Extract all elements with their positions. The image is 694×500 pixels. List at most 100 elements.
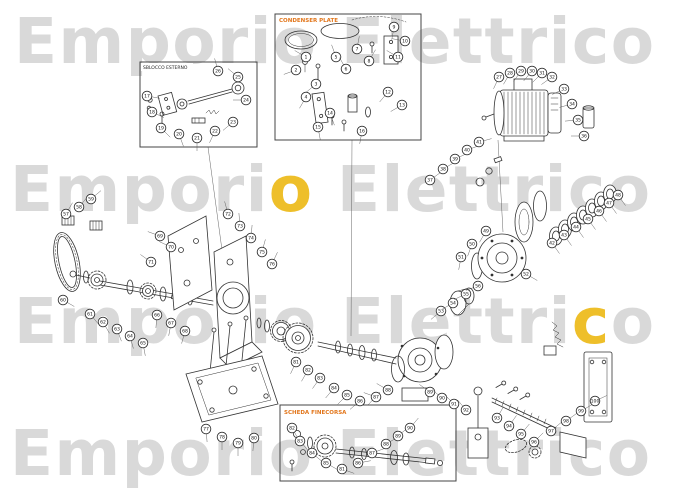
svg-text:10: 10 (402, 39, 408, 45)
part-callout-96: 96 (528, 432, 544, 448)
mounting-plate (185, 315, 279, 423)
part-callout-61: 61 (84, 308, 99, 325)
watermark-text: Emporio Elettrico (14, 285, 656, 358)
svg-text:20: 20 (176, 132, 182, 138)
svg-text:36: 36 (581, 134, 587, 140)
part-callout-78: 78 (216, 431, 228, 450)
part-callout-18: 18 (146, 106, 164, 118)
part-callout-71: 71 (140, 254, 157, 268)
svg-text:83: 83 (317, 376, 323, 382)
part-callout-12: 12 (379, 86, 394, 103)
svg-text:90: 90 (439, 396, 445, 402)
svg-text:94: 94 (506, 424, 512, 430)
part-callout-26: 26 (212, 58, 224, 77)
svg-text:93: 93 (494, 416, 500, 422)
inset-label-limit-board: SCHEDA FINECORSA (284, 410, 347, 416)
part-callout-84: 84 (325, 382, 340, 399)
svg-text:16: 16 (359, 129, 365, 135)
part-callout-20: 20 (173, 128, 185, 147)
svg-text:56: 56 (475, 284, 481, 290)
part-callout-86: 86 (352, 457, 371, 469)
part-callout-3: 3 (305, 78, 322, 93)
part-callout-65: 65 (137, 337, 149, 356)
svg-text:73: 73 (237, 224, 243, 230)
part-callout-74: 74 (245, 224, 257, 244)
part-callout-85: 85 (320, 457, 338, 470)
part-callout-41: 41 (473, 136, 492, 148)
part-callout-42: 42 (546, 237, 560, 254)
svg-text:89: 89 (427, 390, 433, 396)
part-callout-75: 75 (256, 239, 268, 258)
svg-text:9: 9 (393, 25, 396, 31)
svg-text:40: 40 (464, 148, 470, 154)
svg-text:100: 100 (591, 399, 600, 405)
worm-shaft (317, 340, 397, 365)
svg-text:84: 84 (309, 451, 315, 457)
svg-text:86: 86 (357, 399, 363, 405)
part-callout-90: 90 (431, 389, 448, 404)
svg-text:19: 19 (158, 126, 164, 132)
svg-text:89: 89 (395, 434, 401, 440)
svg-text:81: 81 (293, 360, 299, 366)
svg-text:15: 15 (315, 125, 321, 131)
part-callout-87: 87 (366, 447, 385, 459)
svg-text:87: 87 (373, 395, 379, 401)
watermark-text: Emporio Elettrico (10, 153, 652, 226)
svg-text:62: 62 (100, 320, 106, 326)
part-callout-44: 44 (570, 221, 584, 238)
svg-text:82: 82 (289, 426, 295, 432)
svg-text:71: 71 (148, 260, 154, 266)
svg-text:4: 4 (305, 95, 308, 101)
svg-text:2: 2 (295, 68, 298, 74)
part-callout-24: 24 (233, 94, 252, 106)
part-callout-5: 5 (330, 44, 342, 63)
part-callout-16: 16 (356, 125, 368, 144)
inset-label-condenser: CONDENSER PLATE (279, 18, 338, 24)
part-callout-28: 28 (503, 67, 516, 85)
svg-text:70: 70 (168, 245, 174, 251)
svg-text:51: 51 (458, 255, 464, 261)
limit-switch-assembly (467, 321, 613, 459)
svg-text:44: 44 (573, 225, 579, 231)
part-callout-81: 81 (290, 356, 302, 374)
part-callout-67: 67 (165, 317, 177, 336)
part-callout-19: 19 (155, 122, 171, 138)
svg-text:77: 77 (203, 427, 209, 433)
svg-text:76: 76 (269, 262, 275, 268)
callouts: 1234567891011121314151617181920212223242… (57, 21, 626, 475)
svg-text:18: 18 (149, 110, 155, 116)
svg-text:43: 43 (561, 233, 567, 239)
svg-text:88: 88 (385, 388, 391, 394)
svg-text:97: 97 (548, 429, 554, 435)
part-callout-30: 30 (523, 65, 538, 82)
part-callout-23: 23 (222, 116, 239, 131)
svg-text:39: 39 (452, 157, 458, 163)
part-callout-49: 49 (479, 225, 492, 243)
part-callout-63: 63 (111, 323, 123, 342)
part-callout-27: 27 (493, 71, 505, 89)
part-callout-82: 82 (301, 364, 314, 382)
svg-text:46: 46 (596, 209, 602, 215)
svg-text:1: 1 (305, 55, 308, 61)
svg-text:74: 74 (248, 236, 254, 242)
svg-text:53: 53 (438, 309, 444, 315)
svg-text:42: 42 (549, 241, 555, 247)
svg-text:66: 66 (154, 313, 160, 319)
part-callout-69: 69 (147, 230, 166, 242)
part-callout-57: 57 (60, 202, 73, 220)
svg-text:85: 85 (323, 461, 329, 467)
svg-text:25: 25 (235, 75, 241, 81)
svg-text:32: 32 (549, 75, 555, 81)
svg-text:52: 52 (523, 272, 529, 278)
part-callout-43: 43 (558, 229, 572, 246)
svg-text:11: 11 (395, 55, 401, 61)
svg-text:5: 5 (335, 55, 338, 61)
svg-text:21: 21 (194, 136, 200, 142)
part-callout-35: 35 (564, 114, 584, 126)
svg-text:67: 67 (168, 321, 174, 327)
part-callout-73: 73 (234, 212, 246, 232)
svg-text:81: 81 (339, 467, 345, 473)
svg-text:85: 85 (344, 393, 350, 399)
svg-text:84: 84 (331, 386, 337, 392)
part-callout-51: 51 (455, 251, 467, 270)
